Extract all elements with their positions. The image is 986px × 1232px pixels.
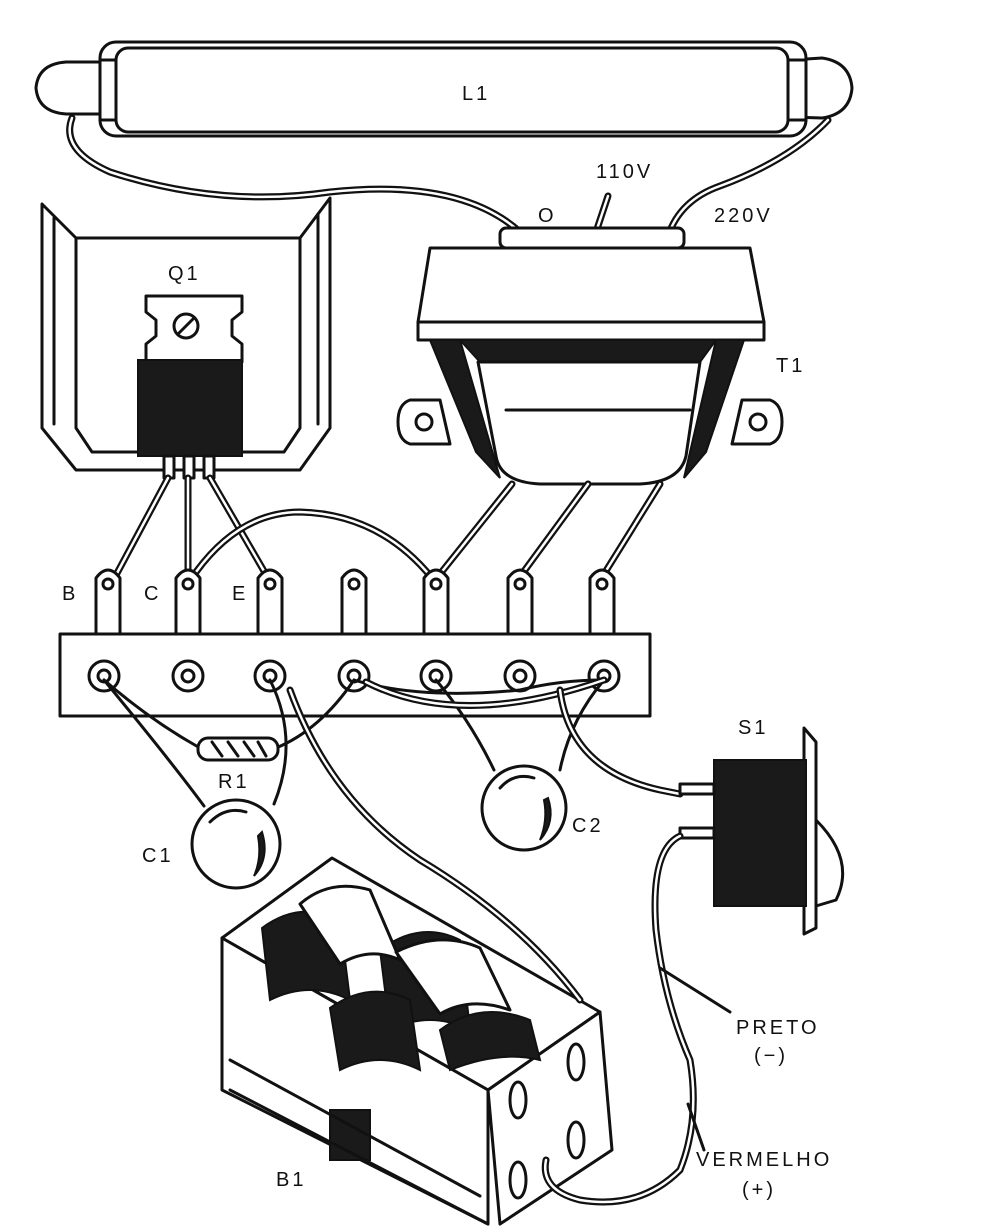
battery-wires	[286, 686, 732, 1206]
battery-contact-3-icon	[508, 1160, 528, 1200]
mount-hole-left-icon	[414, 412, 434, 432]
switch-label: S1	[738, 717, 768, 739]
pin-b-label: B	[62, 583, 78, 605]
terminal-rivets	[87, 659, 621, 693]
transformer-t1	[396, 226, 784, 486]
battery-holder-b1	[220, 856, 614, 1226]
capacitor-c2	[480, 764, 568, 852]
cap2-label: C2	[572, 815, 604, 837]
battery-contact-4-icon	[566, 1120, 586, 1160]
mount-hole-right-icon	[748, 412, 768, 432]
lamp-wires	[66, 114, 832, 240]
battery-label: B1	[276, 1169, 306, 1191]
cap1-label: C1	[142, 845, 174, 867]
tap-zero-label: O	[538, 205, 557, 227]
lamp-label: L1	[462, 83, 490, 105]
red-wire-sign: (+)	[742, 1179, 776, 1201]
pin-e-label: E	[232, 583, 248, 605]
resistor-label: R1	[218, 771, 250, 793]
red-wire-label: VERMELHO	[696, 1149, 832, 1171]
resistor-r1	[196, 736, 280, 762]
battery-contact-2-icon	[566, 1042, 586, 1082]
transformer-label: T1	[776, 355, 805, 377]
tap-220-label: 220V	[714, 205, 773, 227]
transformer-wires	[436, 480, 664, 578]
black-wire-label: PRETO	[736, 1017, 820, 1039]
component-wires	[102, 676, 684, 808]
heatsink	[40, 196, 332, 472]
tap-110-label: 110V	[596, 161, 653, 183]
lamp-l1	[34, 40, 854, 138]
pin-c-label: C	[144, 583, 161, 605]
transistor-label: Q1	[168, 263, 201, 285]
transistor-q1	[137, 294, 244, 480]
capacitor-c1	[190, 798, 282, 890]
black-wire-sign: (−)	[754, 1045, 788, 1067]
battery-contact-1-icon	[508, 1080, 528, 1120]
terminal-strip	[58, 568, 652, 718]
switch-s1	[678, 726, 845, 936]
